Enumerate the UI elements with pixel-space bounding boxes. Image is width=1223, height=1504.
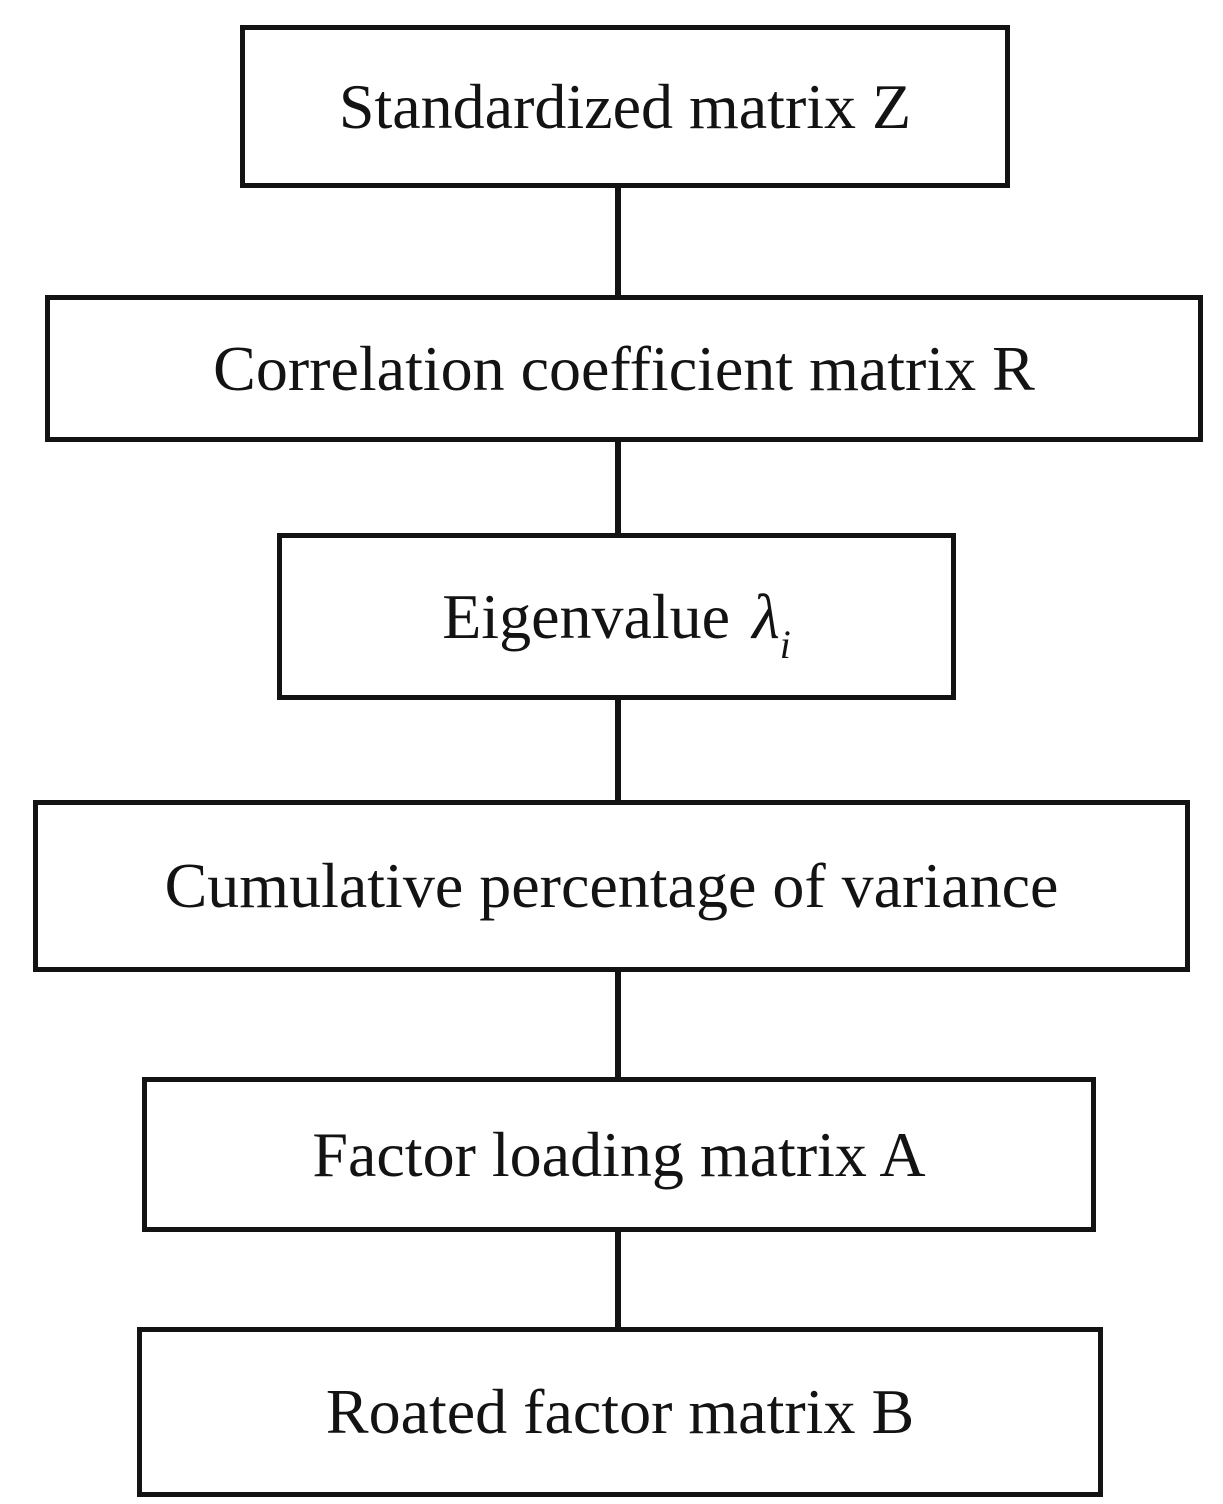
node-cumulative-variance: Cumulative percentage of variance [33, 800, 1190, 972]
node-rotated-factor: Roated factor matrix B [137, 1327, 1103, 1497]
node-correlation-matrix-label: Correlation coefficient matrix R [213, 332, 1035, 404]
lambda-symbol: λ [752, 580, 780, 652]
connector-line-2 [615, 438, 621, 537]
node-eigenvalue: Eigenvalue λi [277, 533, 956, 700]
node-standardized-matrix: Standardized matrix Z [240, 25, 1010, 188]
node-eigenvalue-label: Eigenvalue λi [442, 584, 791, 665]
node-rotated-factor-label: Roated factor matrix B [325, 1376, 915, 1447]
node-cumulative-variance-label: Cumulative percentage of variance [164, 850, 1059, 921]
node-factor-loading: Factor loading matrix A [142, 1077, 1096, 1232]
node-correlation-matrix: Correlation coefficient matrix R [45, 295, 1203, 442]
node-factor-loading-label: Factor loading matrix A [312, 1118, 926, 1190]
node-eigenvalue-label-text: Eigenvalue [442, 580, 747, 652]
node-standardized-matrix-label: Standardized matrix Z [338, 70, 912, 142]
connector-line-4 [615, 968, 621, 1081]
lambda-subscript: i [779, 623, 791, 668]
connector-line-1 [615, 184, 621, 299]
connector-line-3 [615, 696, 621, 804]
connector-line-5 [615, 1228, 621, 1331]
